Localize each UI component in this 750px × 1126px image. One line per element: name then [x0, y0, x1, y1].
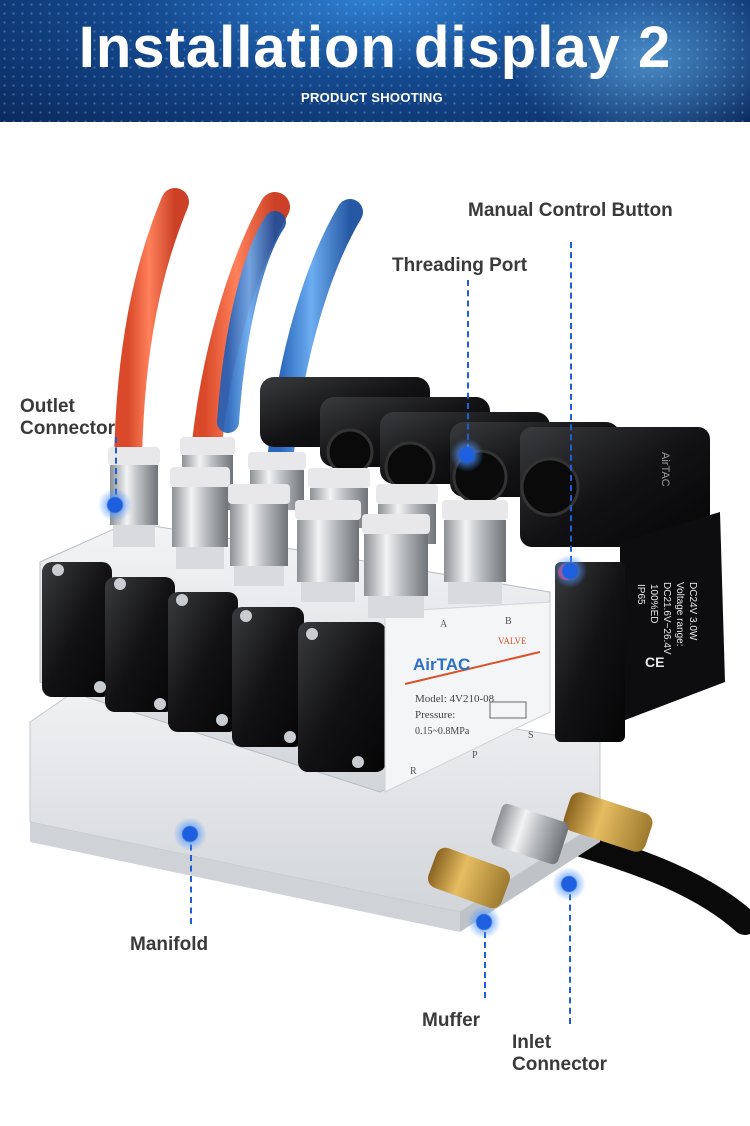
manual-button-callout-line — [570, 242, 572, 572]
manifold-label: Manifold — [130, 934, 209, 955]
valve-brand-logo: AirTAC — [413, 655, 470, 674]
outlet-connector-label-line2: Connector — [20, 418, 115, 439]
page-subtitle: PRODUCT SHOOTING — [300, 90, 444, 105]
port-p-label: P — [472, 750, 478, 761]
inlet-connector-callout-line — [569, 884, 571, 1024]
muffer-callout-line — [484, 922, 486, 998]
coil-line5: IP65 — [635, 584, 646, 605]
coil-line3: DC21.6V~26.4V — [661, 582, 672, 655]
header-banner: Installation display 2 PRODUCT SHOOTING — [0, 0, 750, 122]
muffer-marker — [467, 905, 501, 939]
port-b-label: B — [505, 616, 512, 627]
muffer-label: Muffer — [422, 1010, 481, 1031]
valve-model: Model: 4V210-08 — [415, 693, 495, 705]
valve-word: VALVE — [498, 636, 527, 646]
coil-brand: AirTAC — [659, 452, 671, 487]
inlet-connector-label-line1: Inlet — [512, 1032, 552, 1053]
valve-assembly-illustration: DC24V 3.0W Voltage range: DC21.6V~26.4V … — [29, 188, 750, 935]
port-s-label: S — [528, 730, 534, 741]
coil-line2: Voltage range: — [674, 582, 685, 647]
ce-mark: CE — [645, 654, 664, 670]
valve-pressure-value: 0.15~0.8MPa — [415, 726, 470, 737]
outlet-connector-marker — [98, 488, 132, 522]
outlet-connector-callout-line — [115, 437, 117, 505]
outlet-connector-label-line1: Outlet — [20, 396, 75, 417]
inlet-connector-label-line2: Connector — [512, 1054, 607, 1075]
threading-port-marker — [450, 438, 484, 472]
coil-line4: 100%ED — [648, 584, 659, 623]
product-photo: DC24V 3.0W Voltage range: DC21.6V~26.4V … — [0, 122, 750, 1126]
threading-port-label: Threading Port — [392, 255, 528, 276]
valve-pressure-label: Pressure: — [415, 709, 455, 721]
threading-port-callout-line — [467, 280, 469, 450]
inlet-connector-marker — [552, 867, 586, 901]
banner-glow — [510, 0, 750, 122]
page-title: Installation display 2 — [78, 15, 672, 80]
manifold-marker — [173, 817, 207, 851]
port-r-label: R — [410, 766, 417, 777]
manifold-callout-line — [190, 834, 192, 924]
manual-button-marker — [553, 554, 587, 588]
muffler-group — [427, 792, 653, 909]
port-a-label: A — [440, 619, 448, 630]
coil-line1: DC24V 3.0W — [687, 582, 698, 641]
manual-control-button-label: Manual Control Button — [468, 200, 673, 221]
